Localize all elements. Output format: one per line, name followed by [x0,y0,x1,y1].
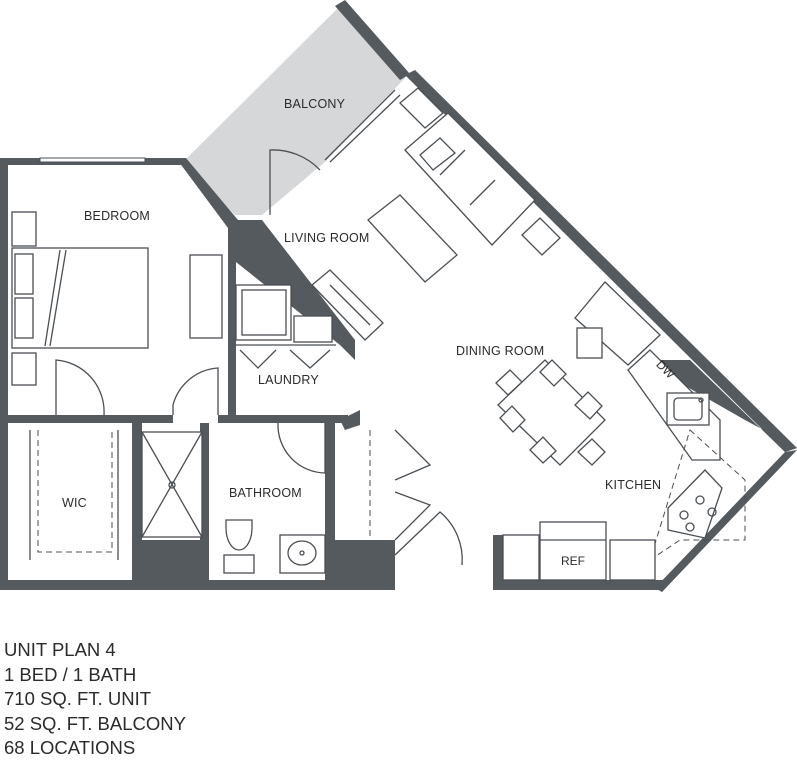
wic-door[interactable] [55,359,105,416]
shower [141,431,203,538]
bedroom-window [39,157,146,163]
balcony-door[interactable] [269,89,401,215]
room-label-wic: WIC [62,496,87,510]
kitchen-counters [502,281,746,581]
dining-table [495,359,606,466]
bed-bath-count: 1 BED / 1 BATH [4,663,137,685]
bathroom-door[interactable] [277,422,326,474]
room-label-dining-room: DINING ROOM [456,344,544,358]
laundry-appliances [235,284,336,369]
bedroom-door[interactable] [172,367,219,415]
living-room-furniture [311,87,561,341]
locations-count: 68 LOCATIONS [4,737,136,759]
room-label-kitchen: KITCHEN [605,478,661,492]
unit-plan-title: UNIT PLAN 4 [4,639,116,660]
bedroom-furniture [11,211,223,386]
wic-closet [29,430,119,560]
room-label-bathroom: BATHROOM [229,486,302,500]
room-label-bedroom: BEDROOM [84,209,150,223]
entry-door[interactable] [394,511,463,566]
balcony-area-text: 52 SQ. FT. BALCONY [4,712,186,734]
unit-info: UNIT PLAN 4 1 BED / 1 BATH 710 SQ. FT. U… [4,638,186,761]
bathroom-fixtures [223,519,326,574]
fixture-label-refrigerator: REF [561,554,585,568]
room-label-living-room: LIVING ROOM [284,231,370,245]
floor-plan: BALCONY BEDROOM LIVING ROOM DINING ROOM … [0,0,797,592]
balcony-area [182,6,405,215]
entry-closet [369,429,432,541]
room-label-laundry: LAUNDRY [258,373,319,387]
unit-area: 710 SQ. FT. UNIT [4,688,152,710]
room-label-balcony: BALCONY [284,97,346,111]
